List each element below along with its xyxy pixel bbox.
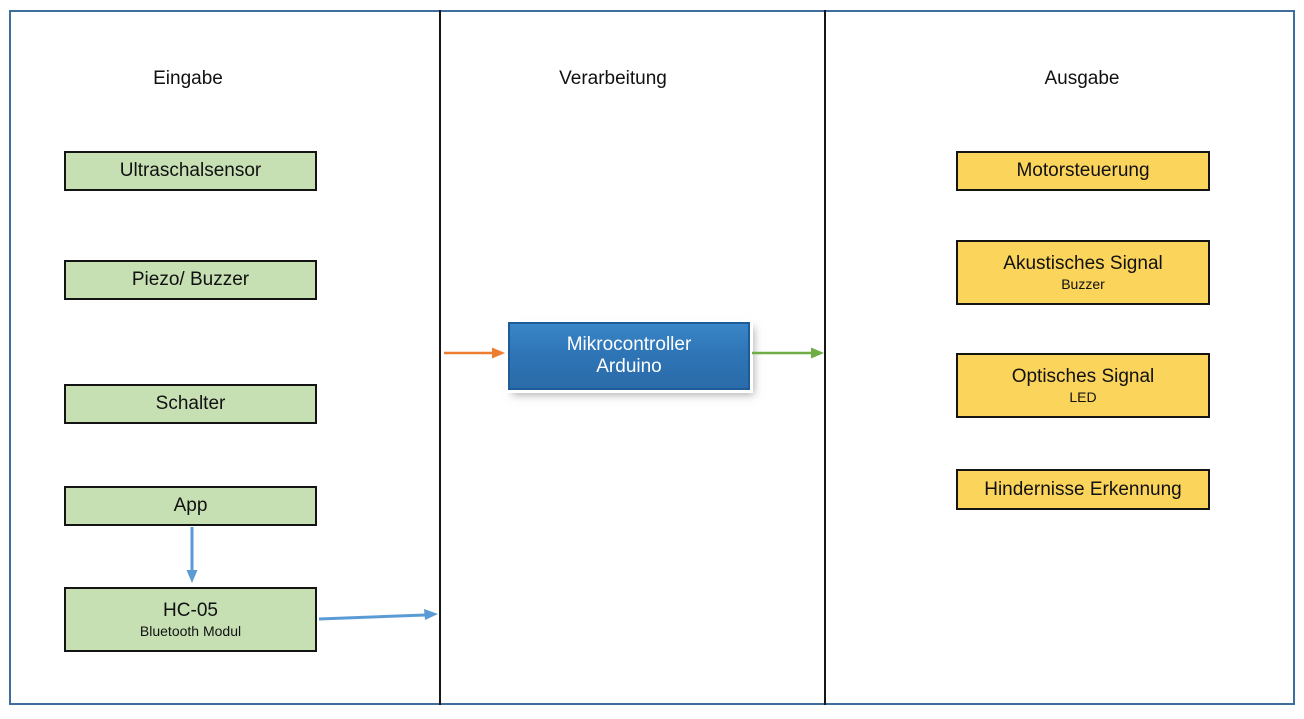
- box-label: Mikrocontroller: [566, 334, 692, 356]
- box-mikrocontroller: Mikrocontroller Arduino: [508, 322, 750, 390]
- column-divider-1: [439, 10, 441, 705]
- box-motorsteuerung: Motorsteuerung: [956, 151, 1210, 191]
- box-app: App: [64, 486, 317, 526]
- box-label: Optisches Signal: [1011, 365, 1155, 387]
- box-hindernisse-erkennung: Hindernisse Erkennung: [956, 469, 1210, 510]
- box-label: App: [173, 495, 208, 517]
- box-label: Ultraschalsensor: [119, 160, 262, 182]
- box-label: Motorsteuerung: [1016, 160, 1150, 182]
- box-sublabel: Buzzer: [1061, 276, 1105, 293]
- box-label: Akustisches Signal: [1003, 252, 1163, 274]
- box-label: HC-05: [163, 599, 218, 621]
- box-ultraschalsensor: Ultraschalsensor: [64, 151, 317, 191]
- box-piezo-buzzer: Piezo/ Buzzer: [64, 260, 317, 300]
- box-sublabel: Bluetooth Modul: [139, 623, 242, 640]
- box-label: Piezo/ Buzzer: [131, 269, 250, 291]
- box-akustisches-signal: Akustisches Signal Buzzer: [956, 240, 1210, 305]
- box-sublabel: LED: [1069, 389, 1097, 406]
- column-title-verarbeitung: Verarbeitung: [559, 68, 667, 89]
- box-hc05: HC-05 Bluetooth Modul: [64, 587, 317, 652]
- box-label: Hindernisse Erkennung: [984, 478, 1182, 500]
- column-title-ausgabe: Ausgabe: [1044, 68, 1120, 89]
- box-schalter: Schalter: [64, 384, 317, 424]
- box-optisches-signal: Optisches Signal LED: [956, 353, 1210, 418]
- column-title-eingabe: Eingabe: [153, 68, 223, 89]
- box-label: Schalter: [155, 393, 226, 415]
- column-divider-2: [824, 10, 826, 705]
- box-sublabel: Arduino: [596, 356, 662, 377]
- diagram-frame: [9, 10, 1295, 705]
